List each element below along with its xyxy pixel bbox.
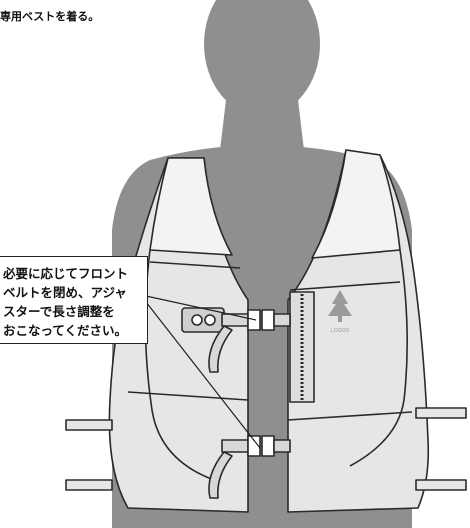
front-belt-lower (208, 435, 291, 499)
callout-pointer (145, 295, 261, 449)
vest-left-shoulder-panel (149, 157, 233, 256)
front-belt-upper (208, 309, 291, 373)
logo-tree-icon (328, 290, 352, 322)
callout-line-1: 必要に応じてフロント (3, 266, 129, 281)
callout-line-2: ベルトを閉め、アジャ (3, 285, 127, 300)
instruction-text: 専用ベストを着る。 (0, 10, 100, 23)
vest (65, 149, 467, 513)
vest-logo-text: LOGOS (331, 328, 349, 334)
callout-box: 必要に応じてフロント ベルトを閉め、アジャ スターで長さ調整を おこなってくださ… (0, 256, 148, 344)
callout-line-4: おこなってください。 (3, 323, 128, 338)
vest-right-shoulder-panel (311, 149, 401, 259)
callout-line-3: スターで長さ調整を (3, 304, 115, 319)
